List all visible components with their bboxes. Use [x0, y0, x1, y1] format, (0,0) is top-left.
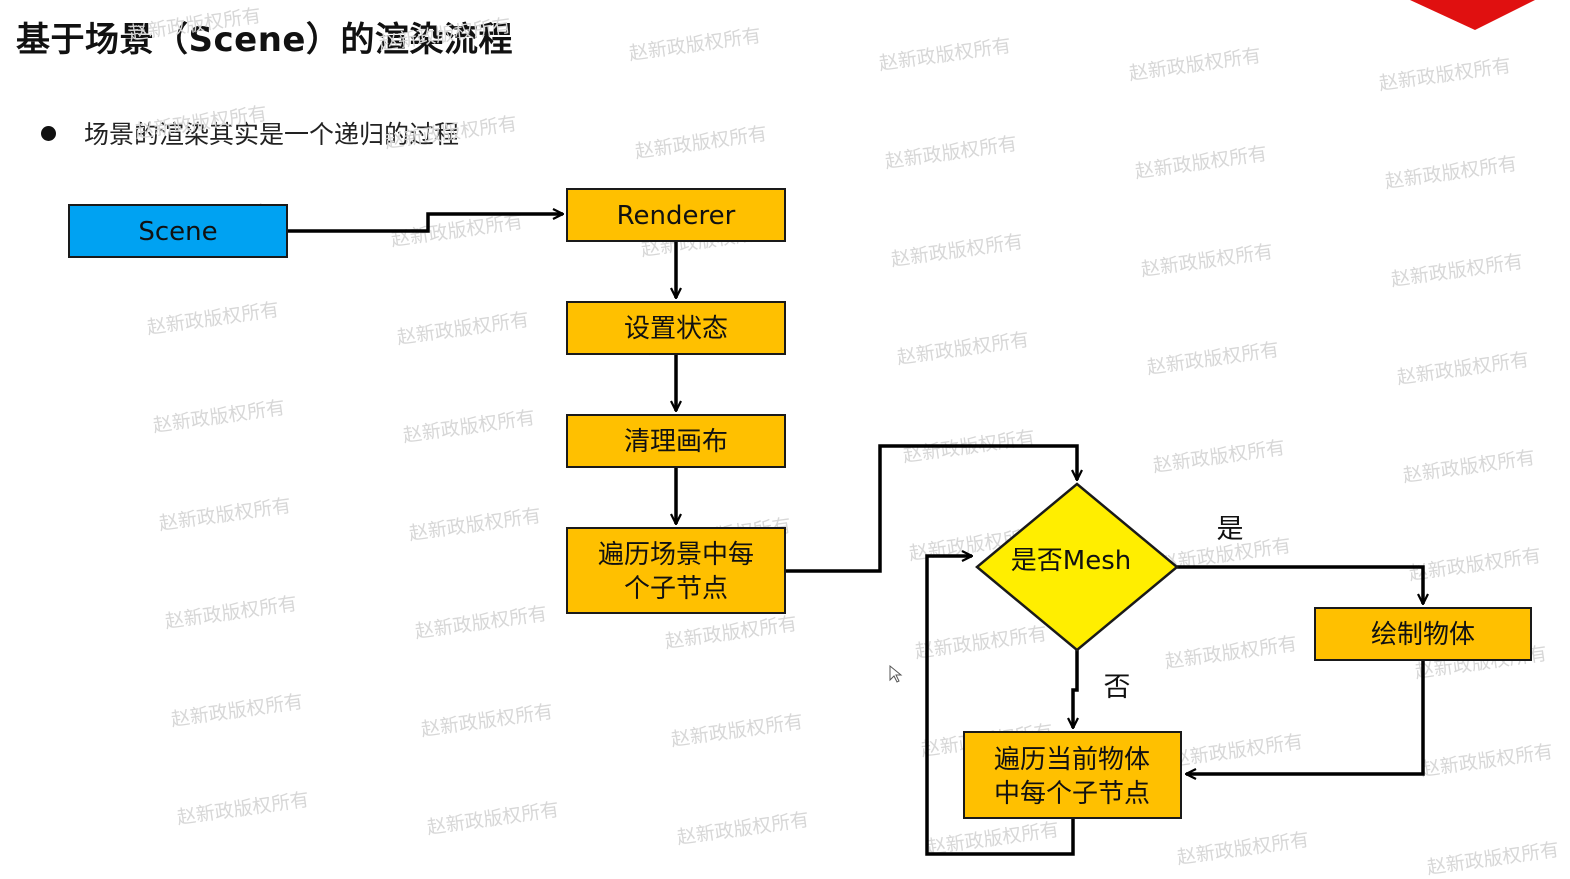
node-traverse-scene-line2: 个子节点: [624, 574, 728, 604]
watermark-text: 赵新政版权所有: [896, 329, 1031, 369]
watermark-text: 赵新政版权所有: [1170, 731, 1305, 771]
watermark-text: 赵新政版权所有: [176, 789, 311, 829]
branch-label-no: 否: [1104, 672, 1131, 703]
watermark-text: 赵新政版权所有: [1390, 251, 1525, 291]
watermark-text: 赵新政版权所有: [170, 691, 305, 731]
node-renderer: Renderer: [566, 188, 786, 242]
watermark-text: 赵新政版权所有: [1164, 633, 1299, 673]
bullet-dot: [41, 126, 56, 141]
watermark-text: 赵新政版权所有: [152, 397, 287, 437]
watermark-text: 赵新政版权所有: [146, 299, 281, 339]
bullet-text: 场景的渲染其实是一个递归的过程: [84, 120, 460, 149]
watermark-text: 赵新政版权所有: [1134, 143, 1269, 183]
watermark-text: 赵新政版权所有: [890, 231, 1025, 271]
watermark-text: 赵新政版权所有: [1128, 45, 1263, 85]
page-title: 基于场景（Scene）的渲染流程: [16, 20, 513, 60]
watermark-text: 赵新政版权所有: [634, 123, 769, 163]
watermark-text: 赵新政版权所有: [414, 603, 549, 643]
node-scene-label: Scene: [138, 217, 217, 247]
watermark-text: 赵新政版权所有: [1140, 241, 1275, 281]
watermark-text: 赵新政版权所有: [128, 5, 263, 45]
node-traverse-object-line1: 遍历当前物体: [994, 745, 1150, 775]
node-set-state: 设置状态: [566, 301, 786, 355]
watermark-text: 赵新政版权所有: [164, 593, 299, 633]
arrow-mesh-no-to-traverse-children: [1073, 650, 1077, 728]
mouse-cursor-icon: [889, 664, 903, 683]
watermark-text: 赵新政版权所有: [420, 701, 555, 741]
node-set-state-label: 设置状态: [624, 314, 728, 344]
node-renderer-label: Renderer: [617, 201, 736, 231]
watermark-text: 赵新政版权所有: [158, 495, 293, 535]
node-is-mesh: 是否Mesh: [975, 482, 1179, 652]
watermark-text: 赵新政版权所有: [914, 623, 1049, 663]
watermark-text: 赵新政版权所有: [384, 113, 519, 153]
watermark-text: 赵新政版权所有: [1396, 349, 1531, 389]
arrow-draw-to-traverse-children: [1186, 660, 1425, 774]
watermark-text: 赵新政版权所有: [664, 613, 799, 653]
watermark-text: 赵新政版权所有: [1384, 153, 1519, 193]
arrow-recursion-loop: [925, 556, 1075, 856]
watermark-text: 赵新政版权所有: [1176, 829, 1311, 869]
watermark-text: 赵新政版权所有: [670, 711, 805, 751]
node-traverse-scene: 遍历场景中每 个子节点: [566, 527, 786, 614]
node-clear-canvas: 清理画布: [566, 414, 786, 468]
node-traverse-scene-line1: 遍历场景中每: [598, 540, 754, 570]
node-traverse-object-line2: 中每个子节点: [994, 779, 1150, 809]
watermark-text: 赵新政版权所有: [1402, 447, 1537, 487]
watermark-text: 赵新政版权所有: [408, 505, 543, 545]
watermark-text: 赵新政版权所有: [1152, 437, 1287, 477]
node-scene: Scene: [68, 204, 288, 258]
connectors: [287, 214, 1425, 856]
corner-red-shape: [1410, 0, 1535, 30]
watermark-text: 赵新政版权所有: [134, 103, 269, 143]
node-draw-object: 绘制物体: [1314, 607, 1532, 661]
watermark-text: 赵新政版权所有: [378, 15, 513, 55]
watermark-text: 赵新政版权所有: [402, 407, 537, 447]
watermark-text: 赵新政版权所有: [676, 809, 811, 849]
arrow-mesh-yes-to-draw: [1177, 565, 1423, 604]
node-draw-object-label: 绘制物体: [1371, 620, 1475, 650]
arrow-traverse-to-mesh: [785, 444, 1077, 573]
watermark-text: 赵新政版权所有: [628, 25, 763, 65]
watermark-text: 赵新政版权所有: [396, 309, 531, 349]
node-traverse-object: 遍历当前物体 中每个子节点: [963, 731, 1182, 819]
watermark-layer: 赵新政版权所有赵新政版权所有赵新政版权所有赵新政版权所有赵新政版权所有赵新政版权…: [128, 5, 1561, 879]
watermark-text: 赵新政版权所有: [1408, 545, 1543, 585]
watermark-text: 赵新政版权所有: [884, 133, 1019, 173]
watermark-text: 赵新政版权所有: [426, 799, 561, 839]
node-clear-canvas-label: 清理画布: [624, 427, 728, 457]
watermark-text: 赵新政版权所有: [1378, 55, 1513, 95]
branch-label-yes: 是: [1217, 514, 1244, 545]
watermark-text: 赵新政版权所有: [1146, 339, 1281, 379]
arrow-scene-to-renderer: [287, 214, 563, 233]
node-is-mesh-label: 是否Mesh: [1011, 546, 1131, 576]
watermark-text: 赵新政版权所有: [878, 35, 1013, 75]
watermark-text: 赵新政版权所有: [1420, 741, 1555, 781]
watermark-text: 赵新政版权所有: [1426, 839, 1561, 879]
